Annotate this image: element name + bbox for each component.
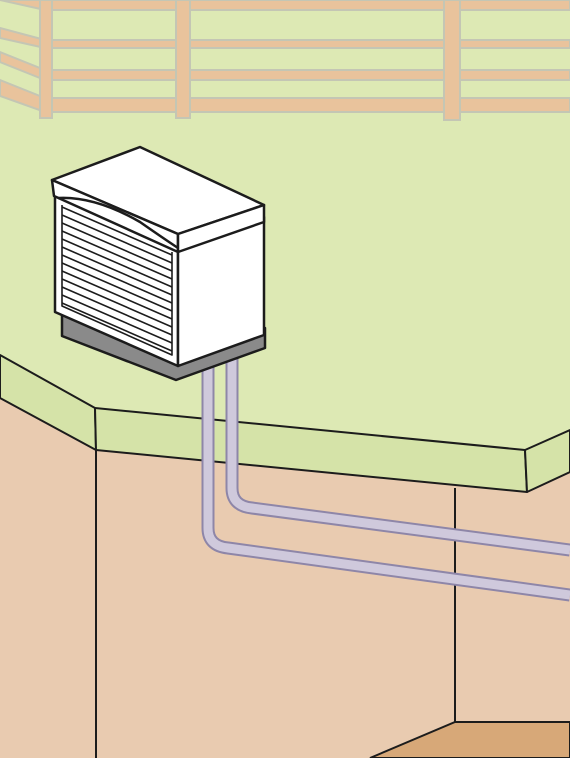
illustration (0, 0, 570, 758)
scene-svg (0, 0, 570, 758)
